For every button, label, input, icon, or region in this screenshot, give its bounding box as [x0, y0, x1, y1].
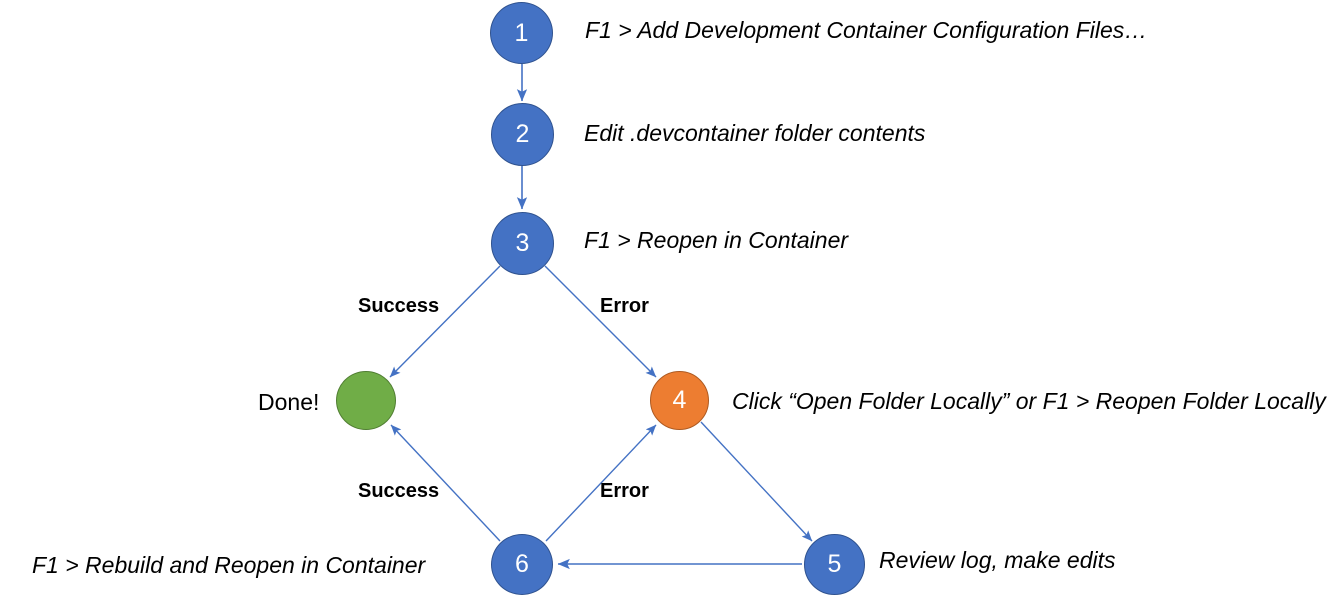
node-3[interactable]: 3 — [491, 212, 554, 275]
step-label-2: Edit .devcontainer folder contents — [584, 120, 926, 146]
step-label-6: F1 > Rebuild and Reopen in Container — [32, 552, 426, 578]
edge-3-to-4 — [544, 265, 657, 378]
node-1-label: 1 — [514, 18, 529, 47]
edge-label-error-top: Error — [600, 295, 649, 317]
node-5[interactable]: 5 — [804, 534, 865, 595]
node-4-label: 4 — [672, 386, 687, 414]
node-5-label: 5 — [827, 550, 842, 578]
done-text-label: Done! — [258, 389, 320, 415]
node-2-label: 2 — [515, 120, 530, 148]
edge-6-to-done — [390, 424, 501, 542]
node-1[interactable]: 1 — [490, 2, 553, 64]
edge-label-error-bottom: Error — [600, 480, 649, 502]
node-done[interactable] — [336, 371, 396, 430]
node-3-label: 3 — [515, 229, 530, 257]
step-label-5: Review log, make edits — [879, 547, 1116, 573]
edge-3-to-done — [389, 265, 501, 378]
step-label-4: Click “Open Folder Locally” or F1 > Reop… — [732, 388, 1326, 414]
edge-6-to-4 — [545, 424, 657, 542]
node-4[interactable]: 4 — [650, 371, 709, 430]
edge-label-success-top: Success — [358, 295, 440, 317]
node-2[interactable]: 2 — [491, 103, 554, 166]
step-label-3: F1 > Reopen in Container — [584, 227, 849, 253]
step-label-1: F1 > Add Development Container Configura… — [585, 17, 1148, 43]
node-6[interactable]: 6 — [491, 534, 553, 595]
edge-label-success-bottom: Success — [358, 480, 440, 502]
edge-4-to-5 — [700, 421, 813, 542]
node-6-label: 6 — [515, 550, 529, 578]
